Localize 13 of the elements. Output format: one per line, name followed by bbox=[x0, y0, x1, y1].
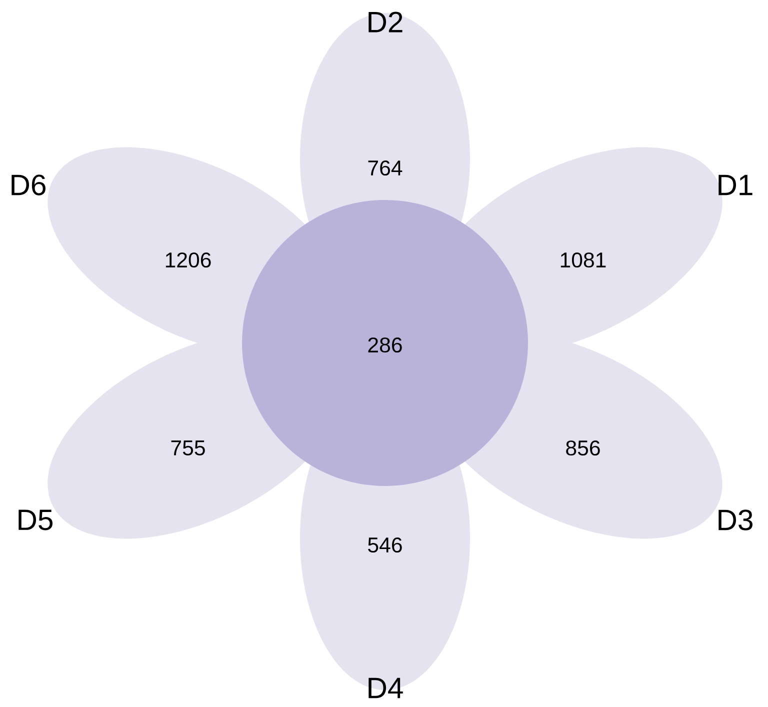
set-label: D2 bbox=[368, 12, 402, 32]
set-label: D4 bbox=[368, 678, 403, 698]
count-label: 764 bbox=[368, 160, 402, 176]
count-label: 286 bbox=[368, 337, 402, 353]
count-label: 1081 bbox=[560, 252, 606, 268]
set-label: D3 bbox=[718, 510, 752, 530]
count-label: 755 bbox=[171, 440, 205, 456]
set-label: D5 bbox=[18, 510, 53, 530]
count-label: 856 bbox=[566, 440, 600, 456]
set-label: D1 bbox=[718, 174, 752, 196]
count-label: 546 bbox=[368, 537, 402, 553]
set-label: D6 bbox=[12, 174, 46, 196]
count-label: 1206 bbox=[166, 252, 211, 268]
